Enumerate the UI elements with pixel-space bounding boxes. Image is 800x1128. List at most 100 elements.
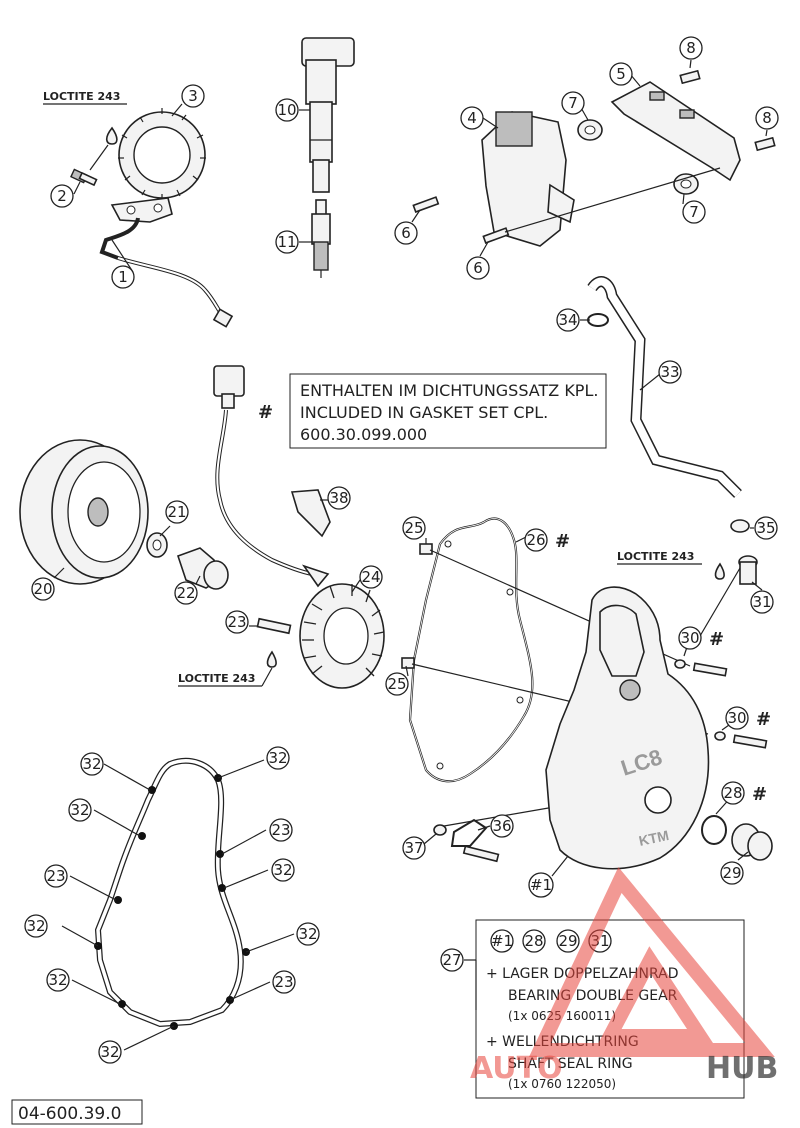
pickup-sensor: [99, 197, 234, 328]
callout-25a: 25: [402, 516, 426, 540]
svg-text:33: 33: [660, 363, 679, 381]
cover-gasket: [408, 517, 534, 783]
loctite-label-2: LOCTITE 243: [178, 672, 255, 685]
callout-32b: 32: [266, 746, 290, 770]
callout-hash1: #1: [528, 872, 554, 898]
ignition-cover: LC8 KTM: [545, 586, 710, 870]
watermark-logo: AUTO HUB: [470, 867, 778, 1086]
callout-21: 21: [165, 500, 189, 524]
screw-plug-31: [738, 555, 758, 585]
svg-text:23: 23: [46, 867, 65, 885]
svg-text:34: 34: [558, 311, 577, 329]
callout-23d: 23: [272, 970, 296, 994]
svg-text:23: 23: [274, 973, 293, 991]
callout-5: 5: [609, 62, 633, 86]
callout-8b: 8: [755, 106, 779, 130]
svg-text:30: 30: [680, 629, 699, 647]
svg-text:36: 36: [492, 817, 511, 835]
callout-32c: 32: [68, 798, 92, 822]
svg-text:22: 22: [176, 584, 195, 602]
callout-36: 36: [490, 814, 514, 838]
stator-connector: [213, 365, 245, 409]
spark-plug: [311, 199, 331, 278]
svg-text:32: 32: [100, 1043, 119, 1061]
svg-text:4: 4: [467, 109, 477, 127]
svg-text:6: 6: [401, 224, 411, 242]
callout-6b: 6: [466, 256, 490, 280]
svg-text:23: 23: [227, 613, 246, 631]
svg-text:27: 27: [442, 951, 461, 969]
callout-25b: 25: [385, 672, 409, 696]
gasket-note-line-1: ENTHALTEN IM DICHTUNGSSATZ KPL.: [300, 381, 598, 400]
svg-text:8: 8: [762, 109, 772, 127]
svg-text:37: 37: [404, 839, 423, 857]
loctite-label-1: LOCTITE 243: [43, 90, 120, 103]
callout-4: 4: [460, 106, 484, 130]
callout-28: 28: [721, 781, 745, 805]
crankcase-gasket: [94, 757, 250, 1030]
callouts: 1 2 3 10 11 4 5 7 7 8 8 6 6 34 33 38 21 …: [24, 36, 779, 1064]
hash-26: #: [555, 531, 570, 552]
svg-text:32: 32: [273, 861, 292, 879]
plug-35: [730, 519, 750, 533]
svg-text:11: 11: [277, 233, 296, 251]
hash-30b: #: [756, 709, 771, 730]
callout-10: 10: [275, 98, 299, 122]
svg-text:31: 31: [752, 593, 771, 611]
callout-27: 27: [440, 948, 464, 972]
callout-31: 31: [750, 590, 774, 614]
svg-text:24: 24: [361, 568, 380, 586]
svg-text:32: 32: [70, 801, 89, 819]
svg-text:25: 25: [404, 519, 423, 537]
svg-text:7: 7: [568, 94, 578, 112]
callout-3: 3: [181, 84, 205, 108]
svg-text:1: 1: [118, 268, 128, 286]
callout-11: 11: [275, 230, 299, 254]
callout-23b: 23: [269, 818, 293, 842]
svg-text:32: 32: [26, 917, 45, 935]
svg-text:32: 32: [268, 749, 287, 767]
wire-guide: [290, 489, 331, 538]
kit-ref-1: #1: [491, 932, 513, 950]
hose-clamp: [587, 313, 609, 327]
kit-ref-2: 28: [524, 932, 543, 950]
callout-2: 2: [50, 184, 74, 208]
stator-screw: [256, 617, 292, 635]
kit-line-5: SHAFT SEAL RING: [508, 1056, 633, 1072]
svg-text:2: 2: [57, 187, 67, 205]
callout-33: 33: [658, 360, 682, 384]
o-ring-28: [701, 815, 727, 845]
svg-text:6: 6: [473, 259, 483, 277]
callout-32d: 32: [271, 858, 295, 882]
clip-36: [450, 818, 488, 847]
svg-text:8: 8: [686, 39, 696, 57]
svg-text:28: 28: [723, 784, 742, 802]
hash-30a: #: [709, 629, 724, 650]
svg-text:32: 32: [82, 755, 101, 773]
callout-29: 29: [720, 861, 744, 885]
gasket-note-box: ENTHALTEN IM DICHTUNGSSATZ KPL. INCLUDED…: [289, 373, 607, 449]
svg-text:25: 25: [387, 675, 406, 693]
washer-37: [433, 824, 447, 836]
callout-26: 26: [524, 528, 548, 552]
callout-24: 24: [359, 565, 383, 589]
bracket-screws: [412, 69, 776, 244]
cover-ktm-text: KTM: [637, 827, 670, 849]
callout-6a: 6: [394, 221, 418, 245]
watermark-text-a: AUTO: [470, 1051, 563, 1086]
svg-text:20: 20: [33, 580, 52, 598]
svg-text:30: 30: [727, 709, 746, 727]
drawing-code: 04-600.39.0: [18, 1104, 121, 1124]
callout-30a: 30: [678, 626, 702, 650]
svg-text:32: 32: [298, 925, 317, 943]
screw-plug-29: [731, 823, 773, 861]
callout-32f: 32: [296, 922, 320, 946]
watermark-text-b: HUB: [706, 1051, 778, 1086]
hash-28: #: [752, 784, 767, 805]
kit-line-2: BEARING DOUBLE GEAR: [508, 988, 678, 1004]
callout-7b: 7: [682, 200, 706, 224]
callout-23c: 23: [44, 864, 68, 888]
stator: [299, 583, 385, 689]
rubber-bush-upper: [577, 119, 603, 141]
